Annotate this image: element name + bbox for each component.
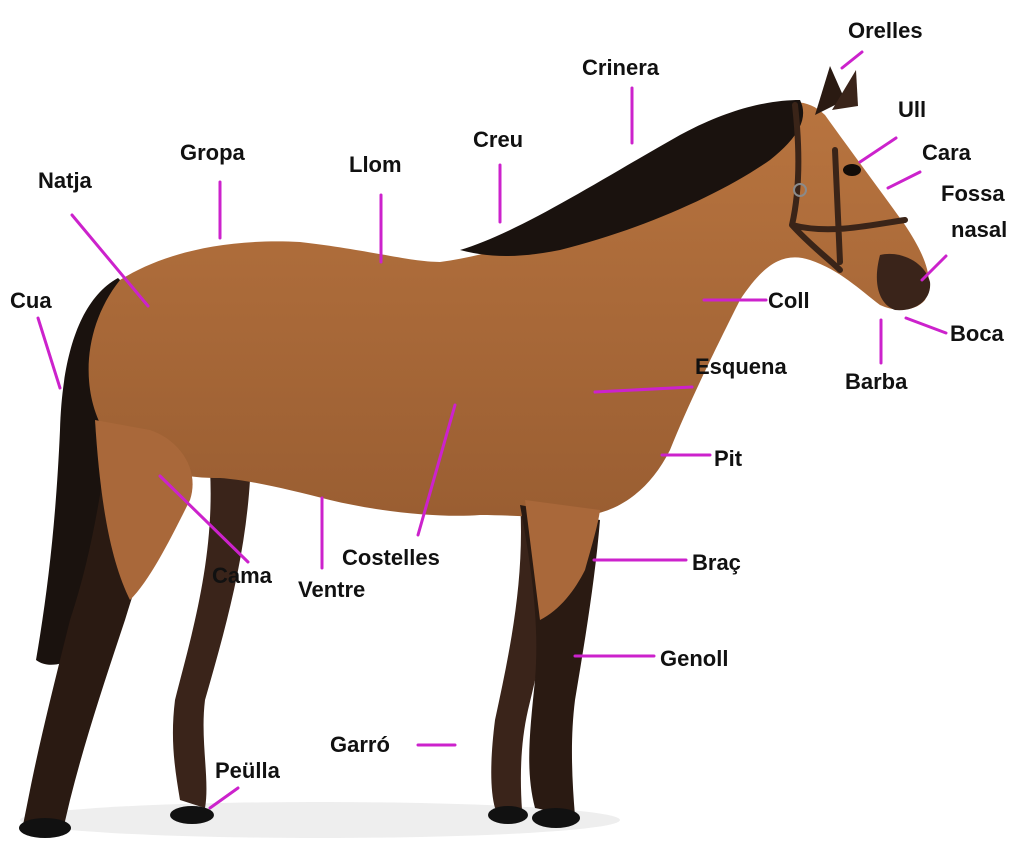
label-brac: Braç (692, 550, 741, 575)
leader-ull (860, 138, 896, 162)
hoof-near-fore (532, 808, 580, 828)
label-boca: Boca (950, 321, 1005, 346)
label-garro: Garró (330, 732, 390, 757)
label-peulla: Peülla (215, 758, 281, 783)
horse-eye (843, 164, 861, 176)
hoof-near-hind (19, 818, 71, 838)
leader-cua (38, 318, 60, 388)
hoof-far-hind (170, 806, 214, 824)
leader-orelles (842, 52, 862, 68)
label-coll: Coll (768, 288, 810, 313)
label-cama: Cama (212, 563, 273, 588)
label-barba: Barba (845, 369, 908, 394)
label-fossa-nasal-line2: nasal (951, 217, 1007, 242)
label-creu: Creu (473, 127, 523, 152)
label-crinera: Crinera (582, 55, 660, 80)
label-genoll: Genoll (660, 646, 728, 671)
ground-shadow (20, 802, 620, 838)
label-natja: Natja (38, 168, 93, 193)
label-llom: Llom (349, 152, 402, 177)
label-ventre: Ventre (298, 577, 365, 602)
label-cara: Cara (922, 140, 972, 165)
label-orelles: Orelles (848, 18, 923, 43)
label-fossa-nasal-line1: Fossa (941, 181, 1005, 206)
label-gropa: Gropa (180, 140, 246, 165)
label-costelles: Costelles (342, 545, 440, 570)
hoof-far-fore (488, 806, 528, 824)
label-pit: Pit (714, 446, 743, 471)
label-cua: Cua (10, 288, 52, 313)
label-ull: Ull (898, 97, 926, 122)
leader-boca (906, 318, 946, 333)
label-esquena: Esquena (695, 354, 787, 379)
leader-cara (888, 172, 920, 188)
